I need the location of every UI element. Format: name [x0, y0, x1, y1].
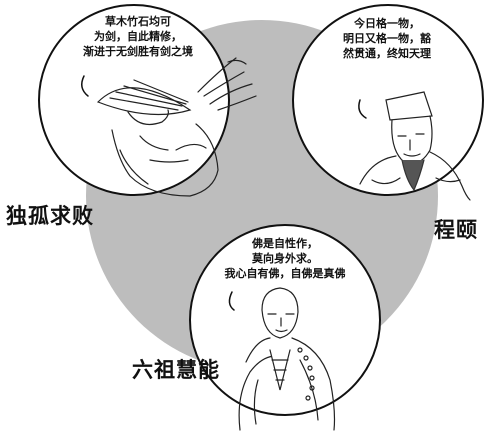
quote-line: 草木竹石均可 — [105, 15, 171, 28]
dugu-name: 独孤求败 — [6, 203, 94, 228]
scholar-official-icon — [359, 91, 471, 201]
quote-line: 明日又格一物，豁 — [343, 32, 431, 45]
quote-line: 今日格一物， — [354, 17, 420, 30]
huineng-name: 六祖慧能 — [132, 357, 220, 382]
quote-line: 莫向身外求。 — [252, 252, 318, 265]
cheng-quote: 今日格一物， 明日又格一物，豁 然贯通，终知天理 — [312, 16, 462, 61]
dugu-quote: 草木竹石均可 为剑，自此精修， 渐进于无剑胜有剑之境 — [63, 14, 213, 59]
quote-line: 渐进于无剑胜有剑之境 — [83, 45, 193, 58]
cheng-name: 程颐 — [434, 217, 478, 242]
quote-line: 为剑，自此精修， — [94, 30, 182, 43]
swordsman-with-straw-hat-icon — [96, 57, 257, 197]
huineng-quote: 佛是自性作， 莫向身外求。 我心自有佛，自佛是真佛 — [205, 236, 365, 281]
quote-line: 我心自有佛，自佛是真佛 — [224, 267, 346, 280]
quote-line: 然贯通，终知天理 — [343, 47, 431, 60]
quote-line: 佛是自性作， — [252, 237, 318, 250]
praying-monk-icon — [238, 287, 336, 431]
